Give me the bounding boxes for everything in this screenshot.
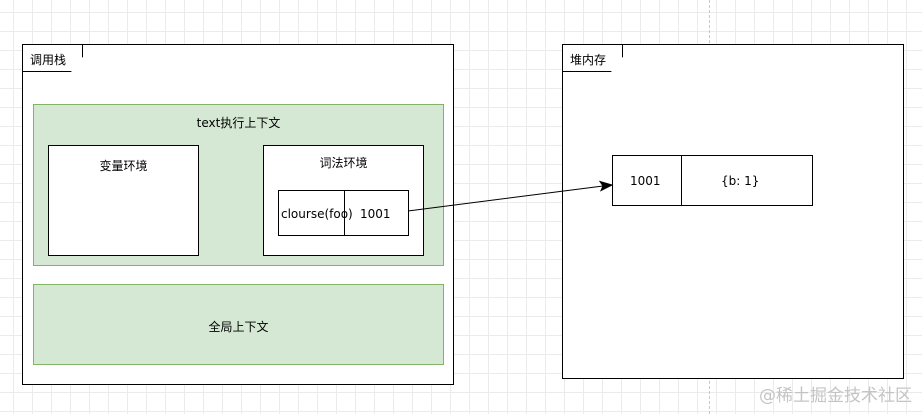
closure-entry-row[interactable]: clourse(foo) 1001 bbox=[278, 190, 409, 236]
exec-context-label: text执行上下文 bbox=[196, 116, 281, 130]
variable-env-label: 变量环境 bbox=[99, 159, 148, 173]
lexical-env-label: 词法环境 bbox=[319, 156, 368, 170]
reference-arrow-line bbox=[407, 185, 604, 212]
lexical-env-box[interactable]: 词法环境 clourse(foo) 1001 bbox=[263, 145, 424, 256]
closure-entry-key: clourse(foo) bbox=[281, 207, 353, 221]
exec-context-box[interactable]: text执行上下文 变量环境 词法环境 clourse(foo) 1001 bbox=[33, 104, 444, 266]
closure-entry-value: 1001 bbox=[360, 207, 391, 221]
call-stack-frame[interactable]: 调用栈 text执行上下文 变量环境 词法环境 clourse(foo) 100… bbox=[22, 44, 454, 385]
watermark: @稀土掘金技术社区 bbox=[759, 386, 912, 406]
heap-entry-divider bbox=[681, 156, 682, 205]
reference-arrow-head bbox=[598, 180, 614, 192]
call-stack-tab: 调用栈 bbox=[22, 44, 83, 72]
heap-label: 堆内存 bbox=[570, 53, 607, 67]
global-context-label: 全局上下文 bbox=[208, 320, 269, 334]
heap-entry-value: {b: 1} bbox=[721, 174, 760, 188]
global-context-box[interactable]: 全局上下文 bbox=[33, 284, 444, 365]
heap-frame[interactable]: 堆内存 1001 {b: 1} bbox=[562, 44, 904, 379]
variable-env-box[interactable]: 变量环境 bbox=[48, 145, 199, 256]
heap-entry-row[interactable]: 1001 {b: 1} bbox=[612, 155, 813, 206]
closure-entry-divider bbox=[344, 191, 345, 235]
call-stack-label: 调用栈 bbox=[30, 53, 67, 67]
heap-entry-address: 1001 bbox=[630, 174, 661, 188]
